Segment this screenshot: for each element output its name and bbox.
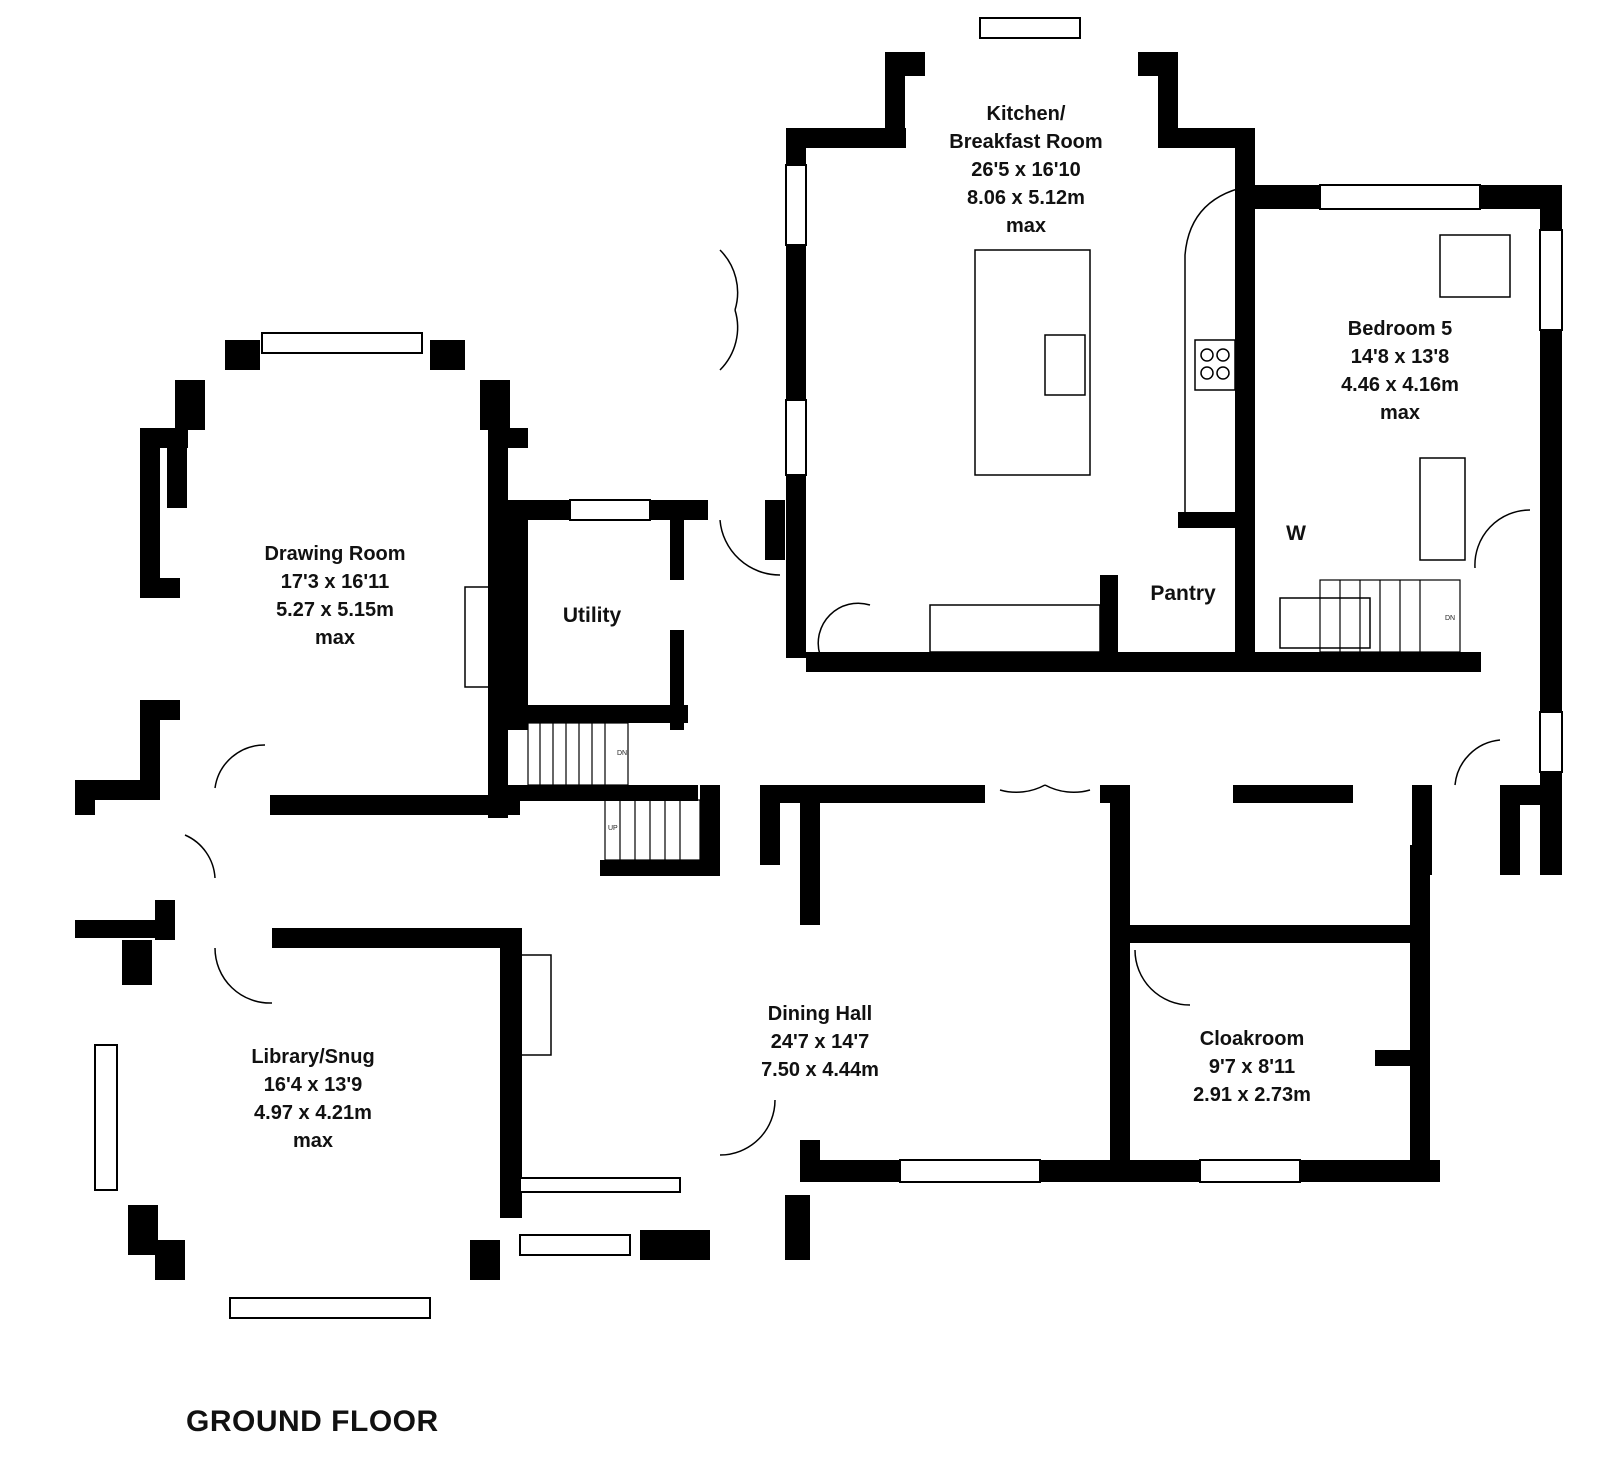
bedroom5-metric: 4.46 x 4.16m xyxy=(1341,374,1459,396)
cloakroom-label: Cloakroom 9'7 x 8'11 2.91 x 2.73m xyxy=(1193,1025,1311,1109)
fixtures xyxy=(184,184,1531,1156)
drawing-room-name: Drawing Room xyxy=(264,543,406,565)
bedroom5-note: max xyxy=(1379,402,1421,424)
kitchen-imperial: 26'5 x 16'10 xyxy=(971,159,1081,181)
cloakroom-imperial: 9'7 x 8'11 xyxy=(1208,1056,1296,1078)
stairs xyxy=(527,579,1461,861)
bedroom5-label: Bedroom 5 14'8 x 13'8 4.46 x 4.16m max xyxy=(1341,315,1459,427)
drawing-room-note: max xyxy=(314,627,356,649)
library-metric: 4.97 x 4.21m xyxy=(254,1102,372,1124)
pantry-label: Pantry xyxy=(1150,582,1216,605)
kitchen-label: Kitchen/ Breakfast Room 26'5 x 16'10 8.0… xyxy=(949,100,1102,240)
dining-hall-metric: 7.50 x 4.44m xyxy=(761,1059,879,1081)
drawing-room-metric: 5.27 x 5.15m xyxy=(276,599,394,621)
dining-hall-imperial: 24'7 x 14'7 xyxy=(770,1031,870,1053)
utility-label: Utility xyxy=(562,604,622,627)
drawing-room-label: Drawing Room 17'3 x 16'11 5.27 x 5.15m m… xyxy=(264,540,405,652)
walls xyxy=(75,52,1562,1280)
library-imperial: 16'4 x 13'9 xyxy=(263,1074,363,1096)
kitchen-name-2: Breakfast Room xyxy=(949,131,1103,153)
wc-label: W xyxy=(1286,522,1306,545)
library-note: max xyxy=(292,1130,334,1152)
dining-hall-label: Dining Hall 24'7 x 14'7 7.50 x 4.44m xyxy=(761,1000,879,1084)
stair-dn-label: DN xyxy=(617,750,628,757)
cloakroom-metric: 2.91 x 2.73m xyxy=(1193,1084,1311,1106)
kitchen-note: max xyxy=(1005,215,1047,237)
stair-dn-label-2: DN xyxy=(1445,615,1456,622)
stair-up-label: UP xyxy=(608,825,618,832)
bedroom5-imperial: 14'8 x 13'8 xyxy=(1350,346,1450,368)
library-name: Library/Snug xyxy=(251,1046,375,1068)
windows xyxy=(94,17,1563,1319)
kitchen-metric: 8.06 x 5.12m xyxy=(967,187,1085,209)
floor-title: GROUND FLOOR xyxy=(186,1405,439,1438)
library-label: Library/Snug 16'4 x 13'9 4.97 x 4.21m ma… xyxy=(251,1043,374,1155)
bedroom5-name: Bedroom 5 xyxy=(1347,318,1453,340)
drawing-room-imperial: 17'3 x 16'11 xyxy=(280,571,390,593)
cloakroom-name: Cloakroom xyxy=(1199,1028,1305,1050)
kitchen-name-1: Kitchen/ xyxy=(986,103,1066,125)
dining-hall-name: Dining Hall xyxy=(767,1003,873,1025)
